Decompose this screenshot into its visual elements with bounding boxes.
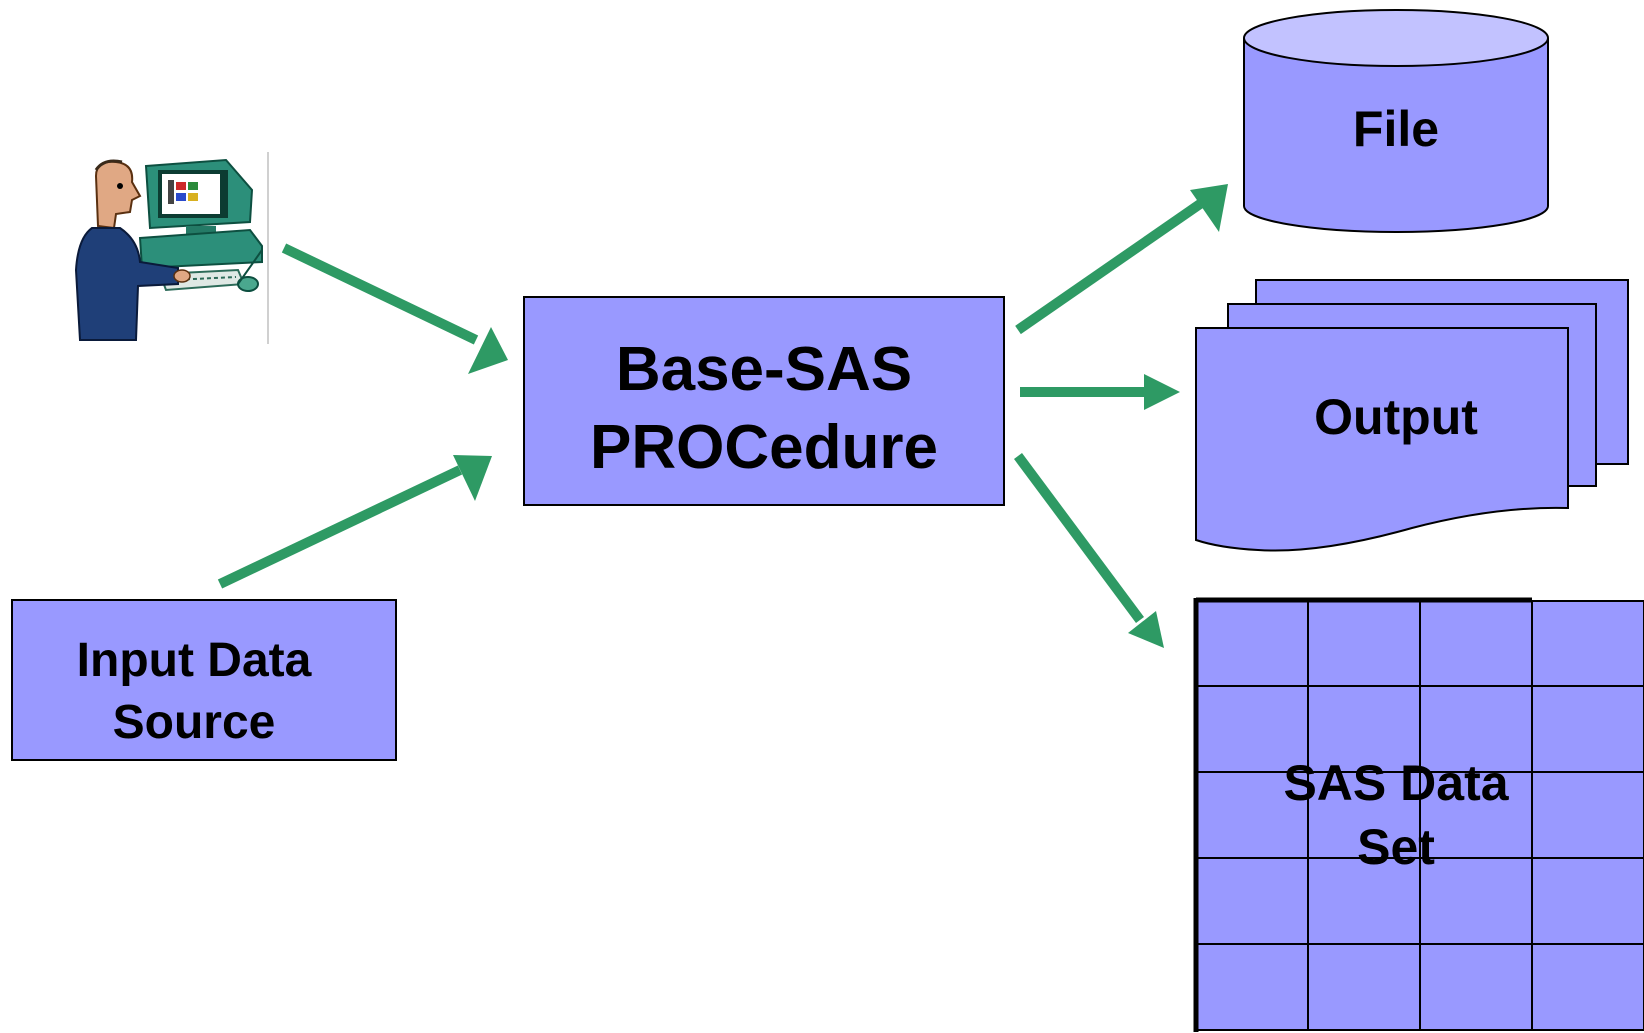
data-set-grid-lines — [1196, 600, 1644, 1031]
sas-data-set-label-line1: SAS Data — [1283, 755, 1509, 811]
file-label: File — [1353, 101, 1439, 157]
sas-data-set-node: SAS Data Set — [1193, 597, 1644, 1032]
sas-data-set-label-line2: Set — [1357, 819, 1435, 875]
file-node: File — [1243, 9, 1549, 233]
arrow-user-to-procedure — [281, 243, 508, 374]
user-at-computer-icon — [74, 152, 269, 344]
output-label: Output — [1314, 389, 1478, 445]
procedure-label-line1: Base-SAS — [616, 335, 912, 404]
arrow-procedure-to-dataset — [1013, 453, 1164, 648]
input-data-source-node: Input Data Source — [11, 599, 397, 761]
output-node: Output — [1195, 279, 1629, 552]
input-data-source-label-line2: Source — [113, 696, 276, 749]
input-data-source-label-line1: Input Data — [77, 634, 312, 687]
base-sas-procedure-node: Base-SAS PROCedure — [523, 296, 1005, 506]
arrow-procedure-to-output — [1020, 374, 1180, 410]
arrow-input-to-procedure — [217, 455, 492, 589]
procedure-label-line2: PROCedure — [590, 413, 938, 482]
arrow-procedure-to-file — [1015, 184, 1228, 335]
